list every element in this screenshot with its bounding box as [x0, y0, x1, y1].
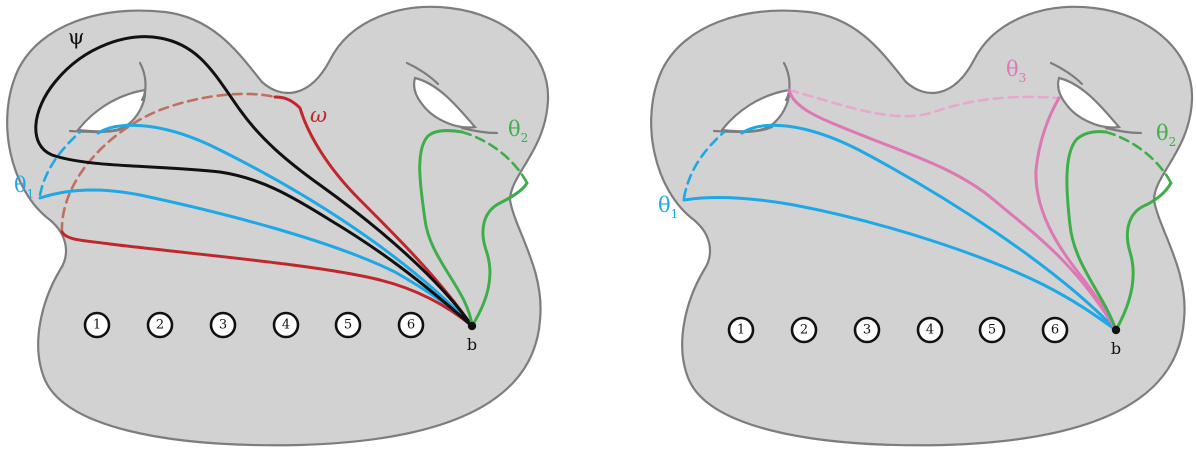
theta1-lower [682, 196, 1118, 332]
puncture: 3 [853, 316, 881, 344]
theta1-label: θ1 [14, 173, 34, 201]
svg-text:2: 2 [156, 318, 164, 333]
svg-text:5: 5 [988, 323, 996, 338]
punctures: 1 2 3 4 5 6 [83, 311, 425, 339]
theta2-front-inner [418, 129, 474, 328]
theta3-label: θ3 [1006, 57, 1026, 85]
puncture: 2 [790, 316, 818, 344]
puncture: 3 [209, 311, 237, 339]
right-hole-1 [712, 61, 791, 134]
svg-text:6: 6 [1051, 323, 1059, 338]
right-hole-2 [1049, 61, 1143, 135]
svg-text:4: 4 [926, 323, 934, 338]
puncture: 6 [1041, 316, 1069, 344]
theta1-back [682, 130, 726, 200]
svg-text:6: 6 [407, 318, 415, 333]
puncture: 1 [83, 311, 111, 339]
puncture: 4 [916, 316, 944, 344]
right-panel: b 1 2 3 4 5 6 θ1 θ2 θ3 [650, 5, 1194, 447]
theta2-label: θ2 [508, 117, 528, 145]
theta2-back [1104, 130, 1173, 185]
puncture: 6 [397, 311, 425, 339]
psi-loop [34, 35, 474, 328]
theta1-upper [740, 123, 1118, 332]
theta3-front-right [1034, 96, 1118, 332]
omega-label: ω [310, 103, 327, 127]
svg-text:2: 2 [800, 323, 808, 338]
puncture: 5 [334, 311, 362, 339]
svg-text:4: 4 [282, 318, 290, 333]
svg-text:3: 3 [863, 323, 871, 338]
theta2-front-outer [1114, 181, 1173, 332]
puncture: 5 [978, 316, 1006, 344]
theta3-back [787, 88, 1061, 118]
theta2-front-inner [1065, 130, 1118, 332]
punctures: 1 2 3 4 5 6 [727, 316, 1069, 344]
theta1-back [38, 130, 82, 197]
theta2-front-outer [470, 181, 529, 328]
puncture: 1 [727, 316, 755, 344]
theta1-upper [96, 123, 474, 328]
base-point [1111, 325, 1121, 335]
puncture: 4 [272, 311, 300, 339]
theta1-label: θ1 [658, 193, 678, 221]
theta1-lower [38, 188, 474, 328]
theta3-front-left [787, 88, 1118, 332]
base-point-label: b [1111, 339, 1121, 358]
left-panel: b 1 2 3 4 5 6 ψ ω θ1 θ2 [6, 5, 550, 447]
theta2-label: θ2 [1156, 121, 1176, 149]
left-hole-2 [405, 61, 499, 135]
svg-text:5: 5 [344, 318, 352, 333]
puncture: 2 [146, 311, 174, 339]
svg-text:1: 1 [737, 323, 745, 338]
omega-back [60, 92, 277, 234]
left-surface [6, 5, 550, 447]
right-surface [650, 5, 1194, 447]
svg-text:3: 3 [219, 318, 227, 333]
theta2-back [460, 130, 529, 185]
base-point-label: b [467, 335, 477, 354]
psi-label: ψ [68, 25, 84, 49]
svg-text:1: 1 [93, 318, 101, 333]
base-point [467, 321, 477, 331]
